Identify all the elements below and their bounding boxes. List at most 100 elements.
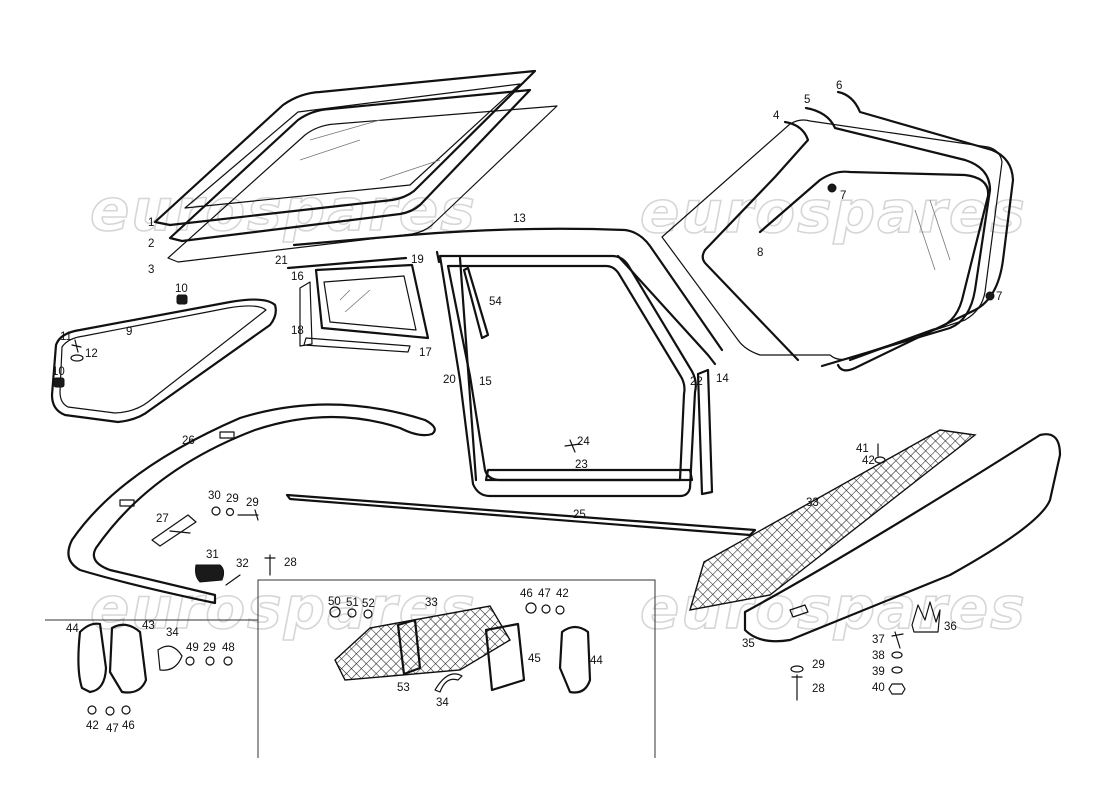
washer-38 xyxy=(891,651,903,659)
watermark-group: eurospares eurospares eurospares eurospa… xyxy=(89,175,1025,643)
callout-35: 35 xyxy=(742,638,755,650)
callout-9: 9 xyxy=(126,326,132,338)
glass-shine-line xyxy=(914,209,936,271)
callout-7a: 7 xyxy=(840,190,846,202)
bolt-28-rear xyxy=(791,674,803,701)
windscreen-seal-8 xyxy=(758,170,990,362)
door-frame-inner xyxy=(446,264,686,482)
callout-54: 54 xyxy=(489,296,502,308)
door-seal-22 xyxy=(616,254,717,366)
callout-13: 13 xyxy=(513,213,526,225)
rear-bumper-fasteners xyxy=(790,443,906,701)
callout-28b: 28 xyxy=(812,683,825,695)
bolt-28-left xyxy=(264,554,276,576)
callout-34b: 34 xyxy=(436,697,449,709)
glass-shine-line xyxy=(344,289,371,313)
callout-33a: 33 xyxy=(806,497,819,509)
callout-42c: 42 xyxy=(86,720,99,732)
rear-window-seal-outer xyxy=(153,69,537,227)
glass-shine-line xyxy=(339,289,351,301)
rear-bumper-bracket xyxy=(789,604,809,618)
callout-42b: 42 xyxy=(556,588,569,600)
door-frame-outer xyxy=(438,254,697,498)
nut-48 xyxy=(223,656,233,666)
callout-29c: 29 xyxy=(812,659,825,671)
bolt-37 xyxy=(891,631,904,649)
callout-41: 41 xyxy=(856,443,869,455)
callout-3: 3 xyxy=(148,264,154,276)
washer-29 xyxy=(225,507,235,517)
bumper-bracket xyxy=(119,499,135,507)
screw-24 xyxy=(564,439,581,453)
fastener-10-lower xyxy=(53,377,65,388)
bolt-29 xyxy=(237,509,259,521)
windscreen-assembly xyxy=(661,90,1015,372)
callout-labels: 1 2 3 4 5 6 7 7 8 9 10 10 11 12 13 14 15… xyxy=(52,80,1002,735)
callout-43: 43 xyxy=(142,620,155,632)
washer-49 xyxy=(185,656,195,666)
callout-10a: 10 xyxy=(175,283,188,295)
callout-40: 40 xyxy=(872,682,885,694)
bracket-53 xyxy=(396,618,422,676)
detail-inset xyxy=(45,579,656,758)
callout-23: 23 xyxy=(575,459,588,471)
callout-44b: 44 xyxy=(590,655,603,667)
screw-32 xyxy=(225,574,241,586)
clip-7-upper xyxy=(827,183,837,193)
rear-bumper-35 xyxy=(743,433,1062,643)
callout-50: 50 xyxy=(328,596,341,608)
washer-51 xyxy=(347,608,357,618)
seal-21 xyxy=(286,256,408,270)
nut-40 xyxy=(888,683,906,695)
callout-12: 12 xyxy=(85,348,98,360)
callout-34a: 34 xyxy=(166,627,179,639)
overrider-43 xyxy=(108,623,148,694)
callout-28a: 28 xyxy=(284,557,297,569)
nut-52 xyxy=(363,609,373,619)
fastener-10-upper xyxy=(176,294,188,305)
washer-47-inset xyxy=(105,706,115,716)
washer-29-rear xyxy=(790,665,804,673)
quarter-window-seal xyxy=(50,298,277,424)
washer-50 xyxy=(329,606,341,618)
door-frame-assembly xyxy=(286,227,724,498)
callout-29d: 29 xyxy=(203,642,216,654)
glass-shine-line xyxy=(299,139,361,161)
callout-15: 15 xyxy=(479,376,492,388)
glass-shine-line xyxy=(309,119,381,141)
callout-53: 53 xyxy=(397,682,410,694)
washer-29-inset xyxy=(205,656,215,666)
vent-window-seal-18 xyxy=(299,281,313,347)
callout-48: 48 xyxy=(222,642,235,654)
nut-46 xyxy=(525,602,537,614)
glass-shine-line xyxy=(929,199,951,261)
callout-30: 30 xyxy=(208,490,221,502)
sill-23 xyxy=(484,468,694,482)
callout-26: 26 xyxy=(182,435,195,447)
callout-20: 20 xyxy=(443,374,456,386)
vent-window-seal-17 xyxy=(303,337,411,353)
callout-49: 49 xyxy=(186,642,199,654)
vent-window-frame xyxy=(314,263,430,340)
callout-31: 31 xyxy=(206,549,219,561)
callout-46a: 46 xyxy=(520,588,533,600)
callout-14: 14 xyxy=(716,373,729,385)
callout-8: 8 xyxy=(757,247,763,259)
callout-52: 52 xyxy=(362,598,375,610)
bracket-34-left xyxy=(157,645,183,671)
vent-window-glass xyxy=(323,275,417,331)
overrider-44-left xyxy=(77,622,108,694)
callout-4: 4 xyxy=(773,110,780,122)
mesh-grille-33-detail xyxy=(334,605,511,681)
washer-47 xyxy=(541,604,551,614)
windscreen-seal-outer xyxy=(836,90,1015,372)
glass-shine-line xyxy=(379,159,441,181)
washer-42 xyxy=(874,456,886,464)
quarter-window-assembly xyxy=(50,294,277,424)
door-seal-15 xyxy=(458,256,478,482)
callout-42a: 42 xyxy=(862,455,875,467)
callout-32: 32 xyxy=(236,558,249,570)
callout-33b: 33 xyxy=(425,597,438,609)
callout-18: 18 xyxy=(291,325,304,337)
clip-34-detail xyxy=(434,673,463,693)
